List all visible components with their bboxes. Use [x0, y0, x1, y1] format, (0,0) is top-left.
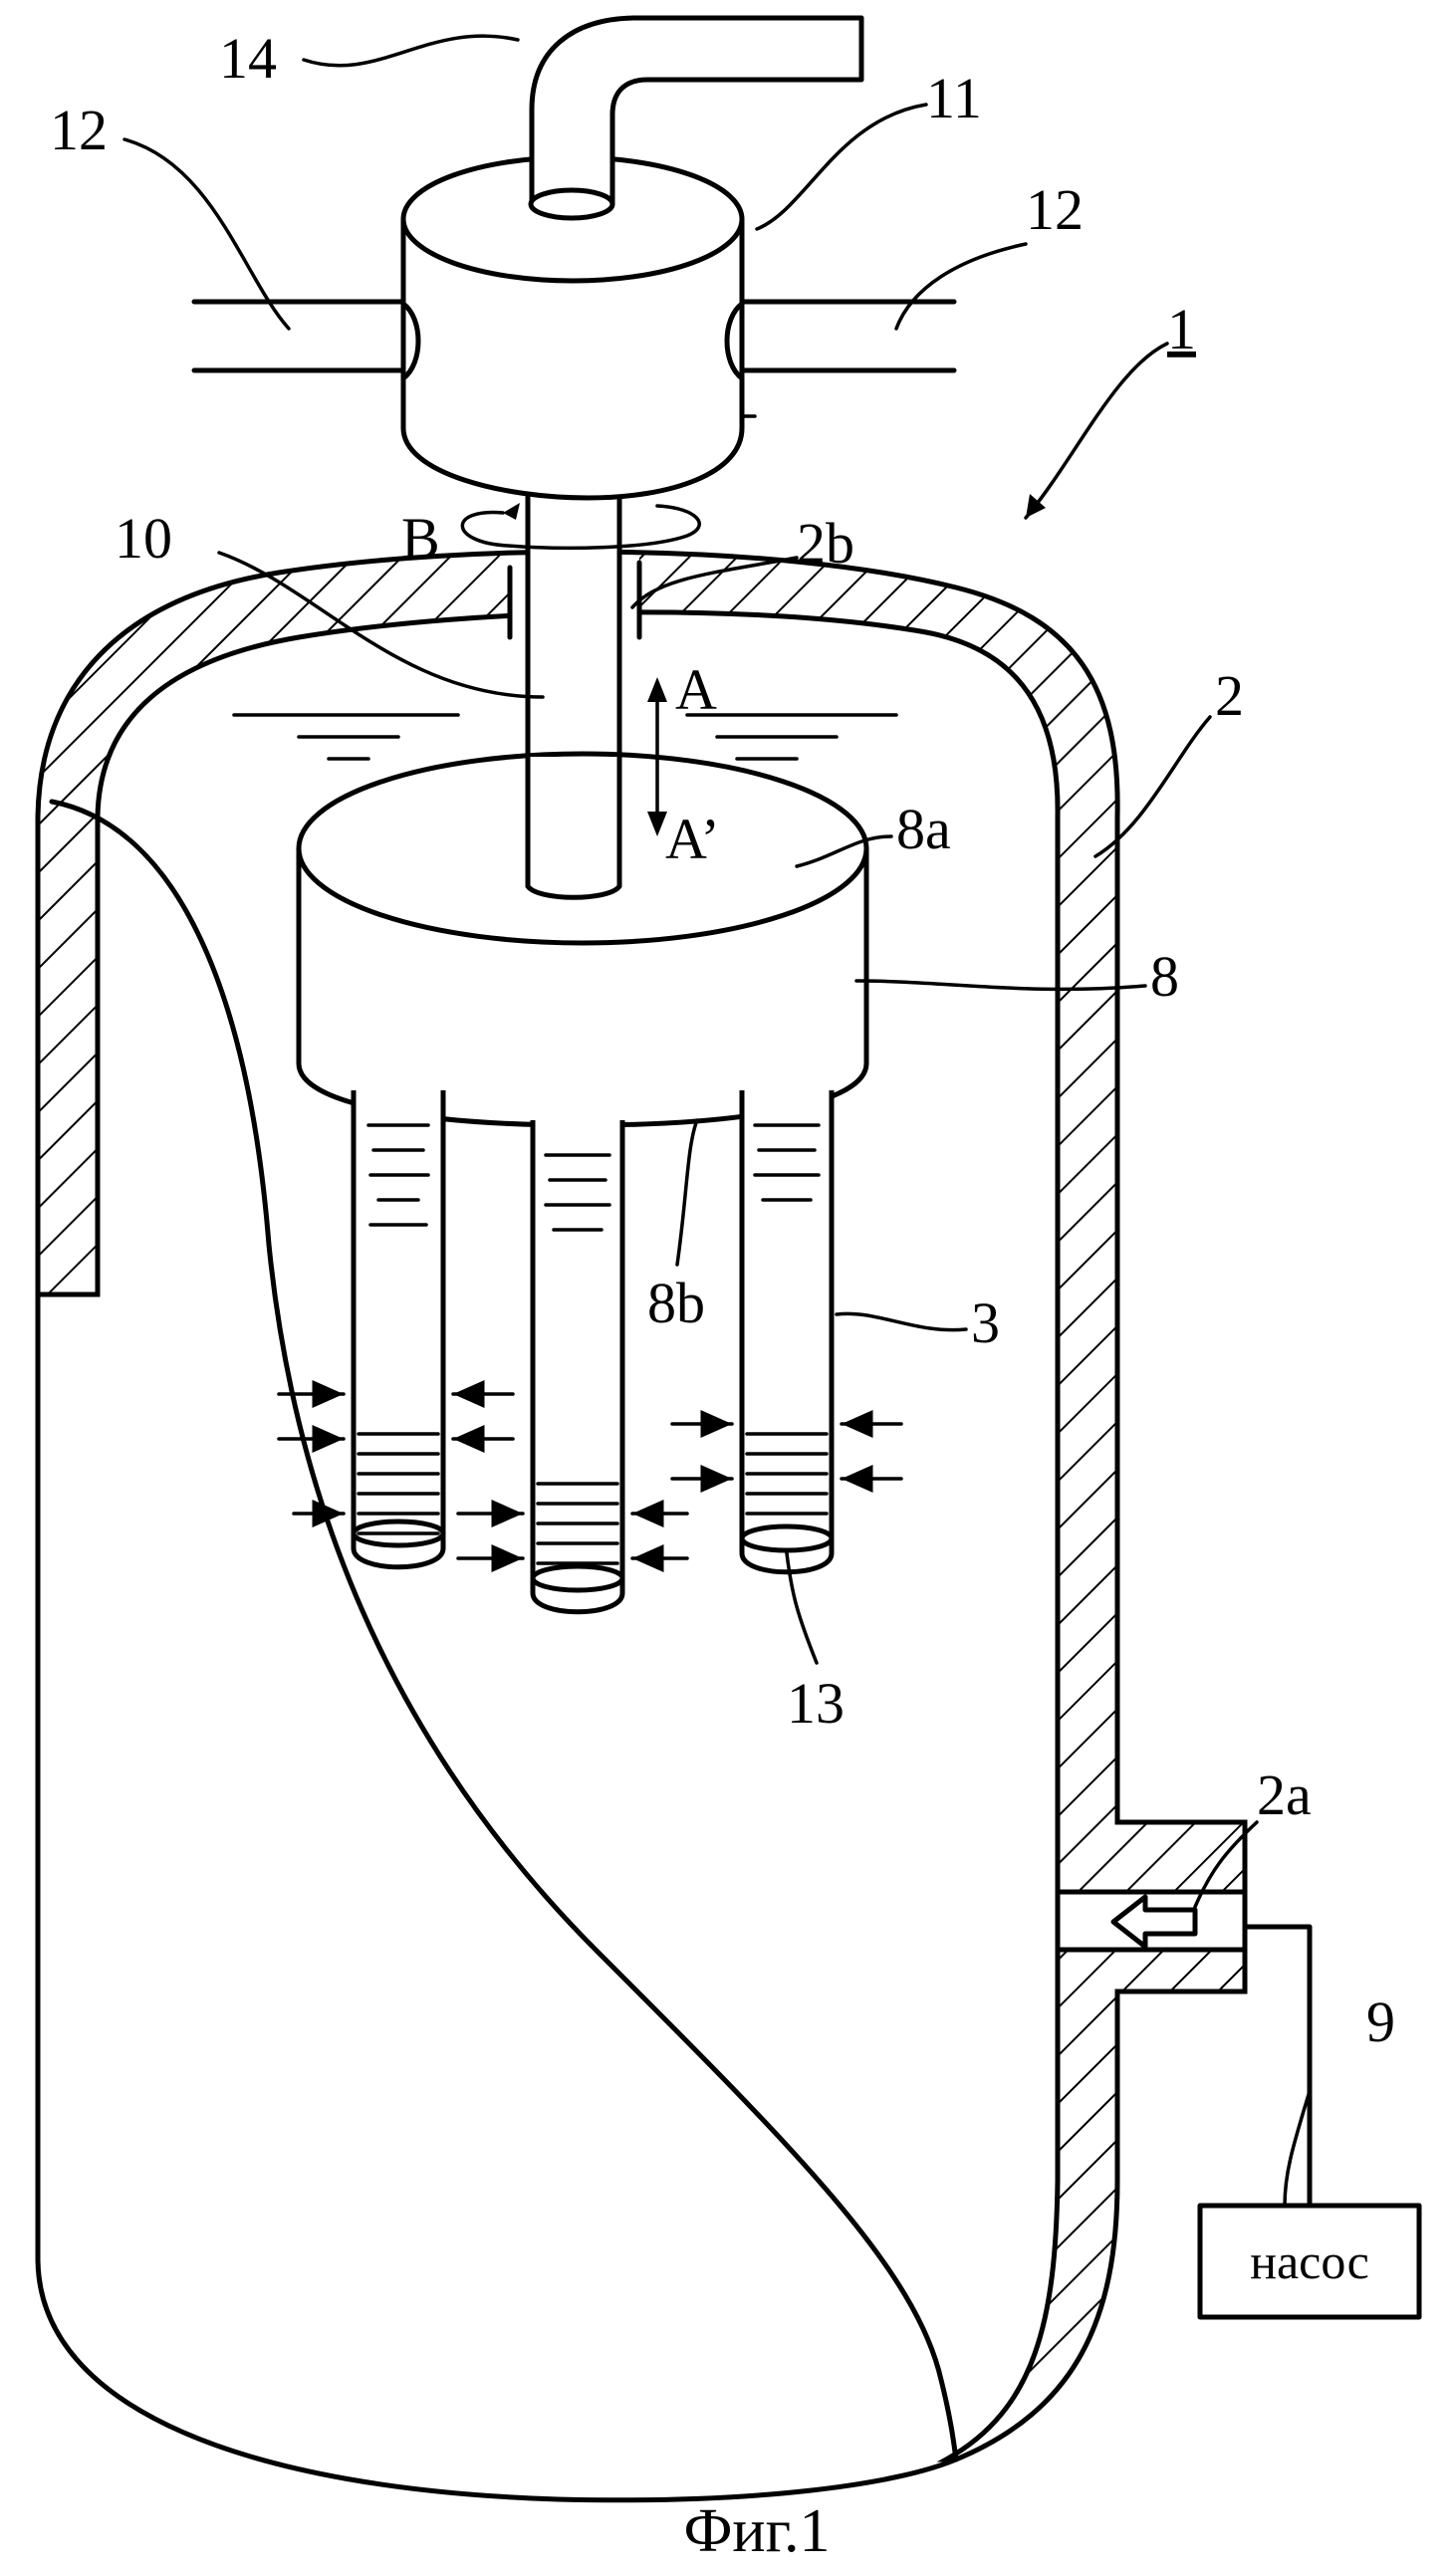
- label-A: A: [675, 657, 717, 722]
- label-2a: 2a: [1257, 1762, 1312, 1827]
- outlet-bore: [1058, 1892, 1245, 1950]
- label-1: 1: [1167, 297, 1196, 361]
- label-13: 13: [787, 1671, 845, 1736]
- membrane-tube-middle: [533, 1120, 622, 1612]
- label-8: 8: [1150, 944, 1179, 1009]
- label-3: 3: [971, 1290, 1000, 1355]
- header: [299, 754, 866, 1125]
- membrane-tube-left: [354, 1090, 443, 1567]
- membrane-tube-right: [742, 1090, 832, 1572]
- label-11: 11: [926, 66, 982, 130]
- label-B: B: [401, 506, 440, 571]
- pump: насос: [1200, 2206, 1419, 2317]
- label-A-prime: A’: [665, 807, 720, 871]
- pipe-right: [742, 302, 954, 370]
- label-14: 14: [219, 26, 277, 91]
- membrane-tubes: [354, 1090, 832, 1612]
- label-2b: 2b: [797, 511, 854, 576]
- label-12-right: 12: [1026, 177, 1084, 242]
- label-12-left: 12: [50, 98, 108, 162]
- label-8a: 8a: [896, 797, 951, 861]
- pipe-left: [194, 302, 403, 370]
- pump-label: насос: [1250, 2233, 1369, 2289]
- label-2: 2: [1215, 663, 1244, 728]
- label-9: 9: [1366, 1990, 1395, 2054]
- label-10: 10: [115, 506, 172, 571]
- label-8b: 8b: [647, 1271, 705, 1335]
- figure-caption: Фиг.1: [683, 2497, 830, 2565]
